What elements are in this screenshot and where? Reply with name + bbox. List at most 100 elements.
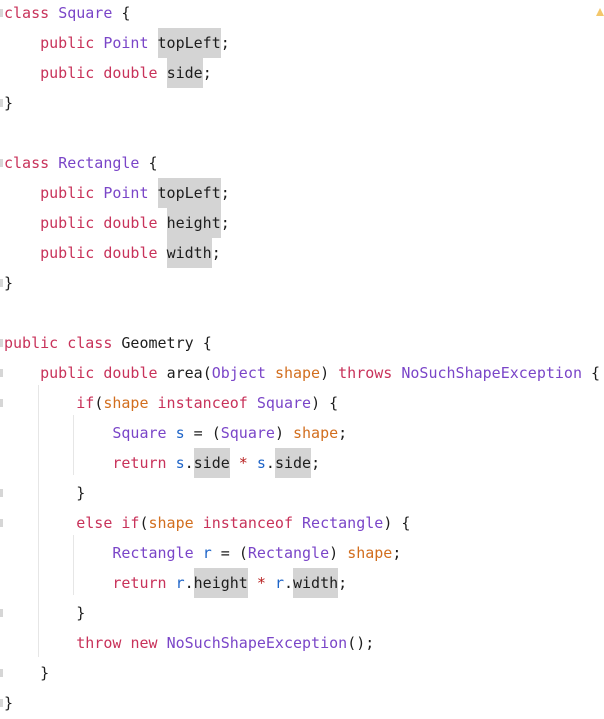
fold-marker[interactable] xyxy=(0,369,3,377)
code-token: ; xyxy=(392,544,402,562)
code-token: * xyxy=(229,454,257,472)
code-line[interactable]: public double height; xyxy=(4,208,230,238)
warning-icon[interactable] xyxy=(596,8,604,16)
code-token: height xyxy=(166,208,221,238)
code-token: Point xyxy=(103,184,158,202)
code-token: double xyxy=(103,64,167,82)
code-token: Rectangle xyxy=(247,544,330,562)
code-line[interactable]: public Point topLeft; xyxy=(4,178,230,208)
code-token xyxy=(4,484,76,502)
fold-marker[interactable] xyxy=(0,519,3,527)
code-token: ) { xyxy=(383,514,411,532)
fold-marker[interactable] xyxy=(0,99,3,107)
code-token: shape xyxy=(148,514,203,532)
code-token xyxy=(4,544,112,562)
code-token: instanceof xyxy=(157,394,257,412)
code-token: s xyxy=(175,424,194,442)
code-line[interactable]: throw new NoSuchShapeException(); xyxy=(4,628,374,658)
code-token: ( xyxy=(238,544,248,562)
code-token: Geometry xyxy=(121,334,203,352)
fold-marker[interactable] xyxy=(0,609,3,617)
code-line[interactable]: public double area(Object shape) throws … xyxy=(4,358,600,388)
code-token: r xyxy=(274,574,284,592)
code-line[interactable]: } xyxy=(4,688,13,718)
code-token: new xyxy=(130,634,167,652)
code-token: Square xyxy=(220,424,275,442)
code-token: side xyxy=(193,448,230,478)
code-token: } xyxy=(40,664,50,682)
indent-guide xyxy=(38,385,39,657)
code-token: width xyxy=(293,568,339,598)
code-token: . xyxy=(265,454,275,472)
code-token: (); xyxy=(347,634,375,652)
code-token: = xyxy=(193,424,212,442)
fold-marker[interactable] xyxy=(0,699,3,707)
code-token: Square xyxy=(112,424,176,442)
code-line[interactable]: class Rectangle { xyxy=(4,148,158,178)
code-token: public xyxy=(40,64,104,82)
code-line[interactable]: } xyxy=(4,88,13,118)
code-token xyxy=(4,634,76,652)
fold-marker[interactable] xyxy=(0,669,3,677)
code-token: public xyxy=(40,214,104,232)
code-line[interactable]: if(shape instanceof Square) { xyxy=(4,388,338,418)
code-token: ; xyxy=(338,574,348,592)
code-line[interactable]: class Square { xyxy=(4,0,130,28)
indent-guide xyxy=(73,535,74,595)
fold-marker[interactable] xyxy=(0,339,3,347)
code-token: } xyxy=(4,94,14,112)
code-line[interactable]: return r.height * r.width; xyxy=(4,568,347,598)
code-token: } xyxy=(4,694,14,712)
code-line[interactable]: } xyxy=(4,658,49,688)
code-line[interactable]: } xyxy=(4,268,13,298)
code-token: side xyxy=(274,448,312,478)
code-token: NoSuchShapeException xyxy=(166,634,348,652)
code-token: . xyxy=(283,574,293,592)
code-token: height xyxy=(193,568,248,598)
code-line[interactable]: public class Geometry { xyxy=(4,328,212,358)
code-line[interactable]: } xyxy=(4,478,85,508)
code-token: topLeft xyxy=(157,178,221,208)
code-token: . xyxy=(184,574,194,592)
code-token: s xyxy=(256,454,266,472)
code-token: r xyxy=(202,544,221,562)
code-token: Rectangle xyxy=(112,544,203,562)
code-token: area xyxy=(166,364,203,382)
code-line[interactable]: Rectangle r = (Rectangle) shape; xyxy=(4,538,401,568)
code-token xyxy=(4,214,40,232)
code-token: throw xyxy=(76,634,131,652)
fold-marker[interactable] xyxy=(0,399,3,407)
code-token: Object xyxy=(211,364,275,382)
fold-marker[interactable] xyxy=(0,279,3,287)
code-token: } xyxy=(76,604,86,622)
code-token: class xyxy=(67,334,122,352)
code-token: Point xyxy=(103,34,158,52)
indent-guide xyxy=(73,415,74,475)
code-line[interactable]: public double side; xyxy=(4,58,212,88)
code-token: instanceof xyxy=(202,514,303,532)
code-line[interactable]: public double width; xyxy=(4,238,221,268)
code-line[interactable]: public Point topLeft; xyxy=(4,28,230,58)
fold-marker[interactable] xyxy=(0,159,3,167)
code-token: ( xyxy=(94,394,104,412)
code-token: { xyxy=(121,4,131,22)
code-token: ( xyxy=(139,514,149,532)
code-token: public xyxy=(40,184,104,202)
code-token: ; xyxy=(202,64,212,82)
code-token xyxy=(4,454,112,472)
code-token xyxy=(4,244,40,262)
code-line[interactable]: Square s = (Square) shape; xyxy=(4,418,347,448)
code-token: class xyxy=(4,154,59,172)
code-token: if xyxy=(121,514,140,532)
code-line[interactable]: return s.side * s.side; xyxy=(4,448,320,478)
code-token: else xyxy=(76,514,122,532)
code-line[interactable]: } xyxy=(4,598,85,628)
code-token: public xyxy=(40,244,104,262)
fold-marker[interactable] xyxy=(0,489,3,497)
fold-marker[interactable] xyxy=(0,9,3,17)
code-token: throws xyxy=(338,364,402,382)
code-token: ) xyxy=(329,544,348,562)
code-line[interactable]: else if(shape instanceof Rectangle) { xyxy=(4,508,410,538)
code-token: double xyxy=(103,244,167,262)
